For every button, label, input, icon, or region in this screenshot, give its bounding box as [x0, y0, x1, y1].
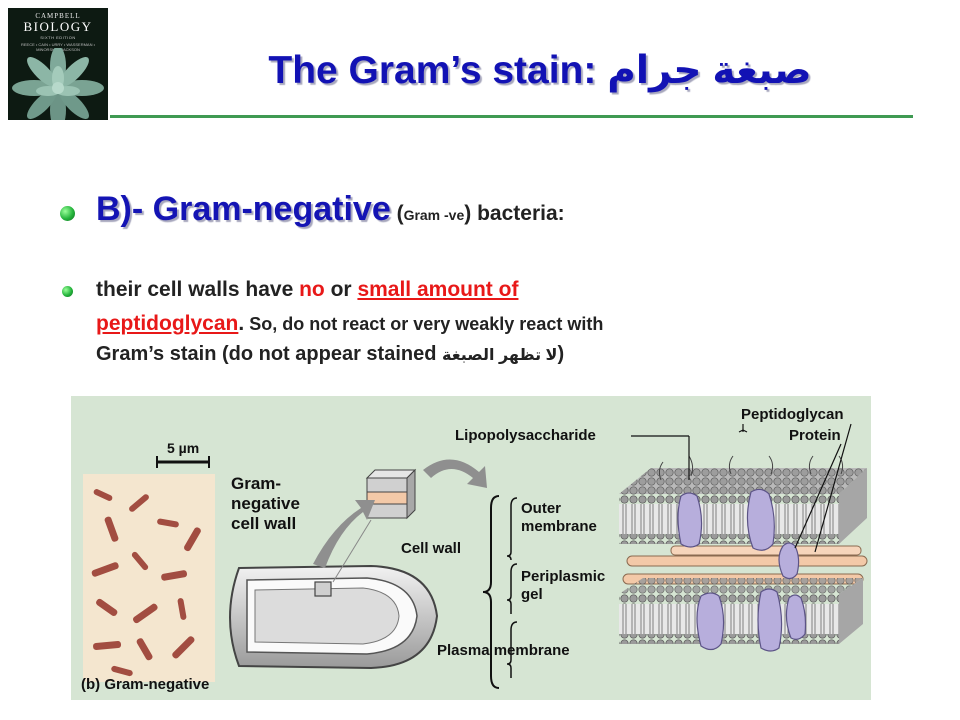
paren-close: ) — [464, 202, 472, 225]
gram-negative-cell-wall-label: Gram- negative cell wall — [231, 474, 300, 534]
periplasmic-gel-label: Periplasmic gel — [521, 568, 605, 604]
text-span: or — [324, 278, 358, 301]
curved-arrow-icon — [423, 459, 487, 488]
description-line-3: Gram’s stain (do not appear stained لا ت… — [96, 341, 906, 367]
label-line: gel — [521, 586, 543, 603]
text-span: ) — [557, 343, 565, 365]
highlight-no: no — [299, 278, 325, 301]
cell-wall-diagram — [83, 423, 868, 689]
cover-publisher: CAMPBELL — [35, 12, 81, 20]
title-underline-rule — [110, 115, 913, 118]
label-line: cell wall — [231, 514, 297, 533]
label-line: Outer — [521, 500, 562, 517]
label-line: Periplasmic — [521, 568, 606, 585]
bacteria-label: bacteria: — [471, 202, 565, 225]
outer-membrane-label: Outer membrane — [521, 500, 597, 536]
highlight-peptidoglycan: peptidoglycan — [96, 312, 239, 335]
cell-wall-brace — [482, 495, 500, 689]
label-line: membrane — [521, 518, 597, 535]
bullet-gram-negative-heading: B)- Gram-negative (Gram -ve) bacteria: — [96, 190, 565, 229]
protein-label: Protein — [789, 427, 841, 444]
micrograph-bacteria — [91, 489, 201, 677]
bullet-icon — [60, 206, 75, 221]
book-cover-image: CAMPBELL BIOLOGY SIXTH EDITION REECE • C… — [8, 8, 108, 120]
wall-segment-block — [365, 468, 417, 520]
succulent-plant-illustration — [12, 48, 104, 120]
gram-negative-heading: B)- Gram-negative — [96, 190, 391, 228]
text-span: So, do not react or very weakly react wi… — [244, 314, 604, 334]
highlight-small-amount: small amount of — [357, 278, 519, 301]
membrane-3d-block — [619, 455, 868, 652]
description-line-1: their cell walls have no or small amount… — [96, 273, 906, 307]
cell-wall-label: Cell wall — [401, 540, 462, 557]
slide-title: The Gram’s stain: صبغة جرام — [180, 48, 900, 93]
gram-negative-cell-wall-figure: 5 µm Gram- negative cell wall Lipopolysa… — [71, 396, 871, 700]
bullet-icon — [62, 286, 73, 297]
scale-bar-label: 5 µm — [167, 440, 200, 456]
label-leader-lines — [631, 423, 852, 553]
text-span: their cell walls have — [96, 278, 300, 301]
peptidoglycan-label: Peptidoglycan — [741, 406, 844, 423]
label-line: Gram- — [231, 474, 282, 493]
bullet-cell-wall-description: their cell walls have no or small amount… — [96, 273, 906, 367]
title-arabic: صبغة جرام — [607, 49, 812, 92]
figure-caption: (b) Gram-negative — [81, 676, 210, 693]
lipopolysaccharide-label: Lipopolysaccharide — [455, 427, 596, 444]
paren-open: ( — [390, 202, 404, 225]
cover-title: BIOLOGY — [23, 19, 93, 34]
arabic-note: لا تظهر الصبغة — [442, 347, 558, 364]
rod-cell-illustration — [229, 564, 439, 670]
description-line-2: peptidoglycan. So, do not react or very … — [96, 307, 906, 341]
zoom-arrow-icon — [313, 500, 375, 568]
text-span: Gram’s stain (do not appear stained — [96, 343, 442, 365]
cover-edition: SIXTH EDITION — [40, 35, 76, 40]
text-span: . — [238, 312, 245, 335]
plasma-membrane-label: Plasma membrane — [437, 642, 570, 659]
title-english: The Gram’s stain: — [268, 49, 608, 92]
label-line: negative — [231, 494, 300, 513]
gram-ve-label: Gram -ve — [403, 207, 465, 223]
